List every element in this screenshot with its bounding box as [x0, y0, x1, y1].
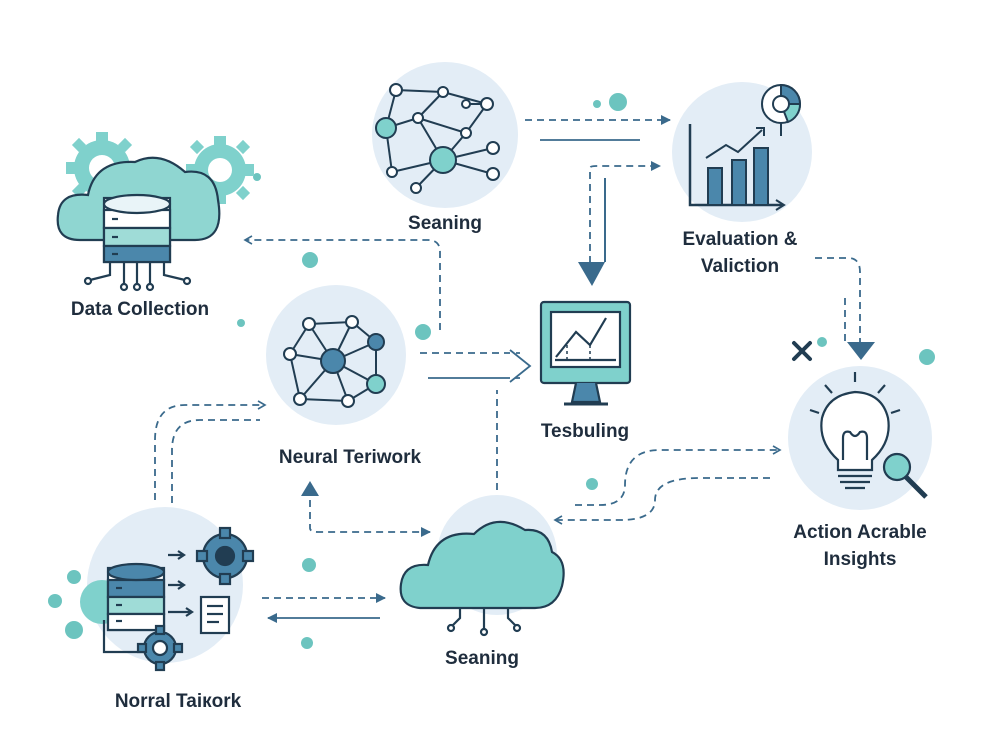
decorative-dots — [48, 93, 935, 649]
circuit-lines — [89, 262, 186, 285]
node-evaluation — [672, 82, 812, 222]
label-seaning-top: Seaning — [408, 213, 482, 234]
node-normal-network — [80, 507, 255, 672]
label-insights-line-1: Action Acrable — [793, 522, 927, 543]
node-neural-network — [266, 285, 406, 425]
label-normal-network: Norral Taiкork — [114, 691, 242, 712]
arrowhead-into-testing — [578, 262, 605, 286]
connector-insights-to-cloud — [553, 477, 770, 525]
cloud-icon — [399, 520, 565, 637]
bar-chart-icon — [688, 124, 786, 211]
database-icon — [102, 193, 172, 264]
pie-chart-icon — [761, 83, 802, 136]
node-insights — [788, 366, 932, 510]
label-seaning-bottom: Seaning — [445, 648, 519, 669]
node-seaning-bottom — [399, 495, 565, 637]
database-gears-icon — [102, 526, 255, 672]
document-icon — [199, 595, 231, 635]
connector-cloud-to-insights — [575, 445, 782, 506]
lightbulb-search-icon — [809, 372, 928, 499]
connector-testing-to-evaluation — [589, 161, 661, 275]
arrow-into-testing-outline — [509, 349, 532, 383]
connector-evaluation-to-insights — [815, 257, 861, 342]
connectors — [146, 115, 875, 623]
connector-normal-to-neural — [154, 400, 267, 500]
arrowhead-into-neural — [301, 481, 319, 496]
node-data-collection — [56, 132, 254, 292]
label-insights: Action Acrable Insights — [760, 519, 960, 573]
gear-icon — [195, 526, 255, 586]
monitor-chart-icon — [539, 300, 632, 406]
node-seaning-top — [372, 62, 518, 208]
label-evaluation: Evaluation & Valiction — [650, 226, 830, 280]
label-evaluation-line-1: Evaluation & — [682, 229, 798, 250]
node-testing — [539, 300, 632, 406]
label-data-collection: Data Collection — [70, 299, 210, 320]
network-graph-icon — [375, 83, 500, 194]
label-neural-network: Neural Teriwork — [278, 447, 422, 468]
arrowhead-into-insights — [847, 342, 875, 360]
neural-network-icon — [283, 315, 386, 408]
label-testing: Tesbuling — [540, 421, 630, 442]
connector-neural-to-normal — [171, 419, 260, 515]
cross-icon — [792, 341, 812, 361]
connector-neural-to-cloud — [309, 500, 431, 537]
connector-back-to-data-collection — [243, 235, 441, 330]
gear-icon — [136, 624, 184, 672]
label-evaluation-line-2: Valiction — [700, 256, 780, 277]
label-insights-line-2: Insights — [823, 549, 897, 570]
